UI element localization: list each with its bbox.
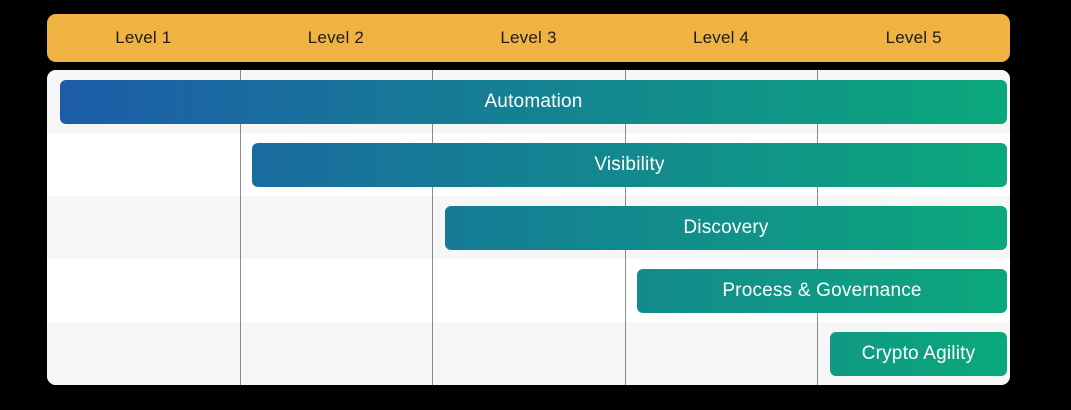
bar-discovery: Discovery <box>445 205 1007 250</box>
bar-process-governance: Process & Governance <box>637 268 1007 313</box>
level-5-label: Level 5 <box>885 28 942 47</box>
bar-crypto-agility-label: Crypto Agility <box>861 342 976 364</box>
gridline-level-1-2 <box>239 70 241 385</box>
level-4-label: Level 4 <box>692 28 750 47</box>
chart-panel: Automation Visibility Discovery Process … <box>47 70 1010 385</box>
bar-automation: Automation <box>60 79 1007 124</box>
bar-crypto-agility: Crypto Agility <box>830 331 1007 376</box>
level-2-label: Level 2 <box>307 28 364 47</box>
row-visibility: Visibility <box>47 133 1010 196</box>
bar-visibility-label: Visibility <box>594 153 665 175</box>
bar-visibility: Visibility <box>252 142 1007 187</box>
level-1-label: Level 1 <box>115 28 172 47</box>
bar-automation-label: Automation <box>484 90 583 112</box>
level-header: Level 1 Level 2 Level 3 Level 4 Level 5 <box>47 14 1010 62</box>
row-process-governance: Process & Governance <box>47 259 1010 322</box>
gridline-level-2-3 <box>432 70 434 385</box>
row-discovery: Discovery <box>47 196 1010 259</box>
bar-discovery-label: Discovery <box>683 216 769 238</box>
row-crypto-agility: Crypto Agility <box>47 322 1010 385</box>
row-automation: Automation <box>47 70 1010 133</box>
level-3-label: Level 3 <box>500 28 557 47</box>
bar-process-governance-label: Process & Governance <box>722 279 922 301</box>
